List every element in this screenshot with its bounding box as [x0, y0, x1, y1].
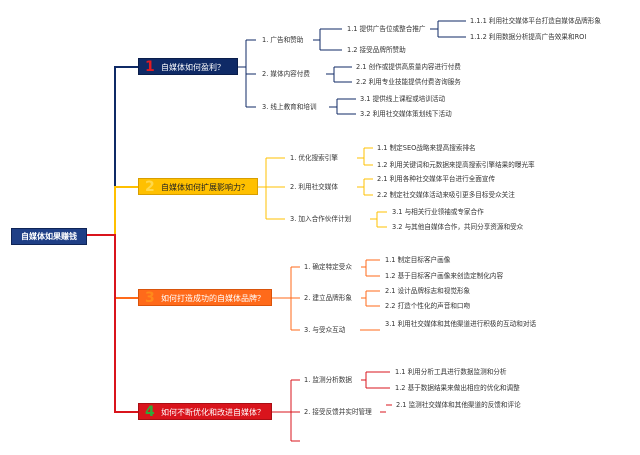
topic-1-1[interactable]: 1. 广告和赞助	[262, 36, 304, 44]
topic-4-2-1[interactable]: 2.1 监测社交媒体和其他渠道的反馈和评论	[396, 401, 521, 409]
topic-2-1-2[interactable]: 1.2 利用关键词和元数据来提高搜索引擎结果的曝光率	[377, 161, 535, 169]
topic-2-2-2[interactable]: 2.2 制定社交媒体活动来吸引更多目标受众关注	[377, 191, 515, 199]
topic-1-2-1[interactable]: 2.1 创作或提供高质量内容进行付费	[356, 63, 461, 71]
topic-4-1-1[interactable]: 1.1 利用分析工具进行数据监测和分析	[395, 368, 507, 376]
topic-2-1-1[interactable]: 1.1 制定SEO战略来提高搜索排名	[377, 144, 476, 152]
topic-3-2-1[interactable]: 2.1 设计品牌标志和视觉形象	[385, 287, 471, 295]
topic-4-2[interactable]: 2. 接受反馈并实时管理	[304, 408, 372, 416]
topic-1-2[interactable]: 2. 媒体内容付费	[262, 70, 310, 78]
topic-2-3-1[interactable]: 3.1 与相关行业领袖或专家合作	[392, 208, 484, 216]
branch-2-node[interactable]: 2 自媒体如何扩展影响力？	[138, 178, 258, 195]
topic-4-1[interactable]: 1. 监测分析数据	[304, 376, 352, 384]
topic-1-3-1[interactable]: 3.1 提供线上课程或培训活动	[360, 95, 446, 103]
topic-1-1-2[interactable]: 1.2 接受品牌所赞助	[347, 46, 406, 54]
topic-1-2-2[interactable]: 2.2 利用专业技能提供付费咨询服务	[356, 78, 461, 86]
branch3-connectors	[272, 259, 380, 331]
branch-4-node[interactable]: 4 如何不断优化和改进自媒体？	[138, 403, 272, 420]
branch1-connectors	[238, 20, 466, 115]
branch-4-title: 如何不断优化和改进自媒体？	[161, 408, 265, 417]
topic-2-2-1[interactable]: 2.1 利用各种社交媒体平台进行全面宣传	[377, 175, 496, 183]
topic-1-1-1-1[interactable]: 1.1.1 利用社交媒体平台打造自媒体品牌形象	[470, 17, 601, 25]
branch-2-title: 自媒体如何扩展影响力？	[161, 183, 249, 192]
branch-4-number: 4	[145, 404, 155, 420]
connector-root-branch4	[85, 234, 138, 413]
topic-2-3-2[interactable]: 3.2 与其他自媒体合作，共同分享资源和受众	[392, 223, 524, 231]
branch2-connectors	[258, 147, 387, 228]
topic-1-3-2[interactable]: 3.2 利用社交媒体策划线下活动	[360, 110, 452, 118]
topic-3-1-2[interactable]: 1.2 基于目标客户画像来创造定制化内容	[385, 272, 504, 280]
topic-2-2[interactable]: 2. 利用社交媒体	[290, 183, 338, 191]
topic-4-1-2[interactable]: 1.2 基于数据结果来做出相应的优化和调整	[395, 384, 520, 392]
topic-1-3[interactable]: 3. 线上教育和培训	[262, 103, 317, 111]
connector-root-branch1	[85, 66, 138, 236]
branch-3-node[interactable]: 3 如何打造成功的自媒体品牌？	[138, 289, 272, 306]
topic-3-2-2[interactable]: 2.2 打造个性化的声音和口吻	[385, 302, 471, 310]
branch-2-number: 2	[145, 179, 155, 195]
root-connectors	[85, 66, 138, 413]
connector-root-branch2	[85, 186, 138, 236]
topic-3-2[interactable]: 2. 建立品牌形象	[304, 294, 352, 302]
topic-2-1[interactable]: 1. 优化搜索引擎	[290, 154, 338, 162]
topic-3-3[interactable]: 3. 与受众互动	[304, 326, 346, 334]
topic-1-1-1-2[interactable]: 1.1.2 利用数据分析提高广告效果和ROI	[470, 33, 587, 41]
branch4-connectors	[272, 371, 392, 442]
topic-2-3[interactable]: 3. 加入合作伙伴计划	[290, 215, 352, 223]
root-node[interactable]: 自媒体如果赚钱	[11, 228, 87, 245]
topic-3-1[interactable]: 1. 确定特定受众	[304, 263, 352, 271]
branch-1-node[interactable]: 1 自媒体如何盈利？	[138, 58, 238, 75]
branch-1-number: 1	[145, 59, 155, 75]
branch-1-title: 自媒体如何盈利？	[161, 63, 225, 72]
branch-3-title: 如何打造成功的自媒体品牌？	[161, 294, 265, 303]
branch-3-number: 3	[145, 290, 155, 306]
topic-3-3-1[interactable]: 3.1 利用社交媒体和其他渠道进行积极的互动和对话	[385, 320, 537, 328]
topic-3-1-1[interactable]: 1.1 制定目标客户画像	[385, 256, 451, 264]
connector-root-branch3	[85, 234, 138, 299]
topic-1-1-1[interactable]: 1.1 提供广告位或整合推广	[347, 25, 426, 33]
